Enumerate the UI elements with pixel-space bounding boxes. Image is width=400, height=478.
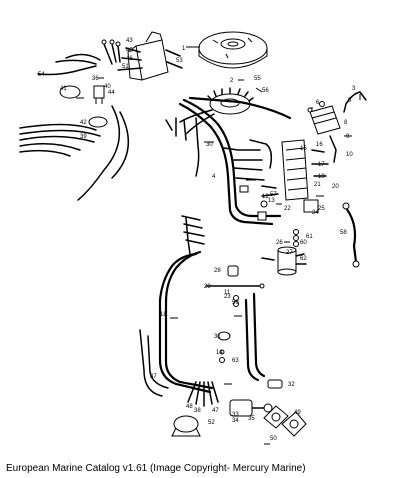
callout: 1 <box>182 46 186 52</box>
switch-box <box>117 31 183 81</box>
callout: 60 <box>300 240 307 246</box>
callout: 39 <box>80 134 87 140</box>
callout: 38 <box>194 408 201 414</box>
callout: 36 <box>92 76 99 82</box>
callout: 10 <box>346 152 353 158</box>
main-wiring-harness <box>165 96 292 226</box>
callout: 2 <box>230 78 234 84</box>
callout: 9 <box>346 134 350 140</box>
remote-control-harness <box>139 215 214 397</box>
starter-solenoid <box>261 229 307 276</box>
callout: 37 <box>150 374 157 380</box>
callout: 5 <box>348 98 352 104</box>
callout: 27 <box>286 250 293 256</box>
callout: 33 <box>232 412 239 418</box>
callout: 40 <box>104 84 111 90</box>
callout: 21 <box>314 182 321 188</box>
callout: 50 <box>270 436 277 442</box>
callout: 22 <box>284 206 291 212</box>
callout: 8 <box>344 120 348 126</box>
callout: 25 <box>318 206 325 212</box>
callout: 34 <box>232 418 239 424</box>
callout: 29 <box>204 284 211 290</box>
callout: 7 <box>310 108 314 114</box>
center-small-parts <box>205 265 283 389</box>
stator <box>179 87 254 135</box>
callout: 45 <box>126 48 133 54</box>
callout: 59 <box>232 300 239 306</box>
callout: 31 <box>214 334 221 340</box>
callout: 49 <box>294 410 301 416</box>
callout: 55 <box>254 76 261 82</box>
callout-leaders <box>76 46 361 445</box>
callout: 17 <box>318 162 325 168</box>
callout: 46 <box>126 56 133 62</box>
callout: 47 <box>212 408 219 414</box>
callout: 62 <box>300 256 307 262</box>
callout: 6 <box>316 100 320 106</box>
callout: 16 <box>316 142 323 148</box>
exploded-parts-diagram: 1 2 3 4 5 6 7 8 9 10 11 12 13 14 15 16 1… <box>19 31 367 445</box>
callout: 3 <box>352 86 356 92</box>
image-caption: European Marine Catalog v1.61 (Image Cop… <box>6 463 306 474</box>
callout: 43 <box>126 38 133 44</box>
callout: 51 <box>122 64 129 70</box>
ignition-key-switch <box>171 381 307 437</box>
callout: 56 <box>262 88 269 94</box>
ignition-leads <box>19 39 130 201</box>
callout: 14 <box>216 350 223 356</box>
callout: 54 <box>38 72 45 78</box>
callout: 61 <box>306 234 313 240</box>
callout: 19 <box>318 174 325 180</box>
callout: 26 <box>276 240 283 246</box>
callout: 24 <box>312 210 319 216</box>
callout: 53 <box>176 58 183 64</box>
rectifier <box>307 91 367 163</box>
callout-numbers: 1 2 3 4 5 6 7 8 9 10 11 12 13 14 15 16 1… <box>38 38 356 442</box>
callout: 20 <box>332 184 339 190</box>
callout: 63 <box>232 358 239 364</box>
callout: 52 <box>208 420 215 426</box>
callout: 57 <box>270 192 277 198</box>
callout: 13 <box>268 198 275 204</box>
callout: 42 <box>80 120 87 126</box>
callout: 44 <box>108 90 115 96</box>
flywheel <box>198 31 268 69</box>
battery-cable <box>342 202 360 268</box>
callout: 4 <box>212 174 216 180</box>
callout: 11 <box>224 290 231 296</box>
callout: 41 <box>60 86 67 92</box>
callout: 35 <box>248 416 255 422</box>
callout: 12 <box>262 194 269 200</box>
terminal-block <box>239 139 329 221</box>
callout: 23 <box>224 294 231 300</box>
callout: 28 <box>214 268 221 274</box>
callout: 48 <box>186 404 193 410</box>
callout: 30 <box>206 142 213 148</box>
callout: 32 <box>288 382 295 388</box>
callout: 18 <box>160 312 167 318</box>
callout: 15 <box>300 146 307 152</box>
callout: 58 <box>340 230 347 236</box>
